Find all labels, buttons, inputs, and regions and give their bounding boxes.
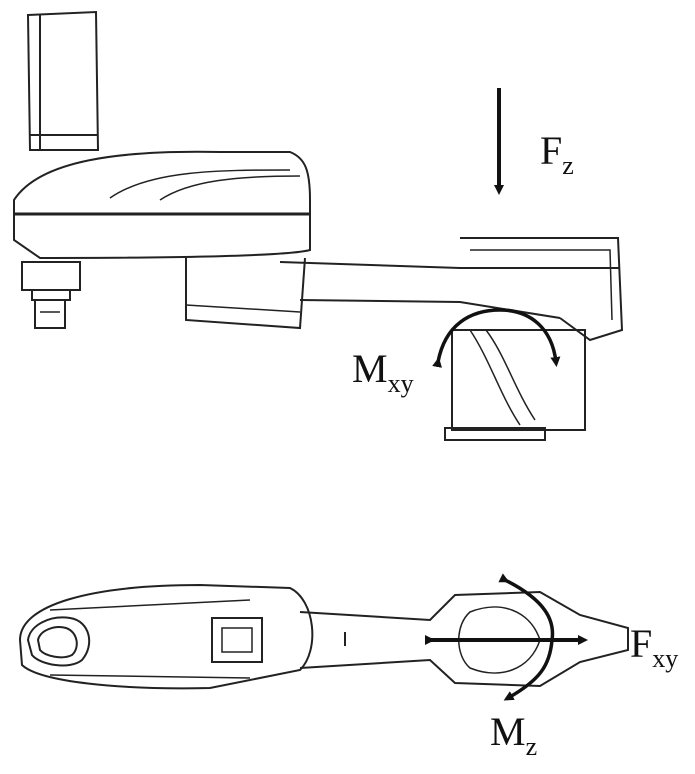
fxy-label-main: F bbox=[630, 621, 653, 666]
fz-label-main: F bbox=[540, 128, 563, 173]
mxy-label-sub: xy bbox=[387, 369, 414, 398]
mxy-label-main: M bbox=[352, 346, 388, 391]
fz-label: Fz bbox=[540, 127, 574, 180]
mz-arc bbox=[498, 573, 555, 701]
fz-label-sub: z bbox=[562, 151, 574, 180]
top-view-arrows bbox=[425, 573, 588, 701]
mz-label-sub: z bbox=[525, 732, 538, 761]
side-view-robot bbox=[13, 10, 624, 441]
mz-label: Mz bbox=[490, 708, 537, 761]
mxy-arc bbox=[432, 308, 561, 368]
fxy-label-sub: xy bbox=[652, 644, 679, 673]
mxy-label: Mxy bbox=[352, 345, 414, 398]
mz-label-main: M bbox=[490, 709, 526, 754]
fxy-label: Fxy bbox=[630, 620, 678, 673]
side-view-arrows bbox=[432, 88, 561, 368]
